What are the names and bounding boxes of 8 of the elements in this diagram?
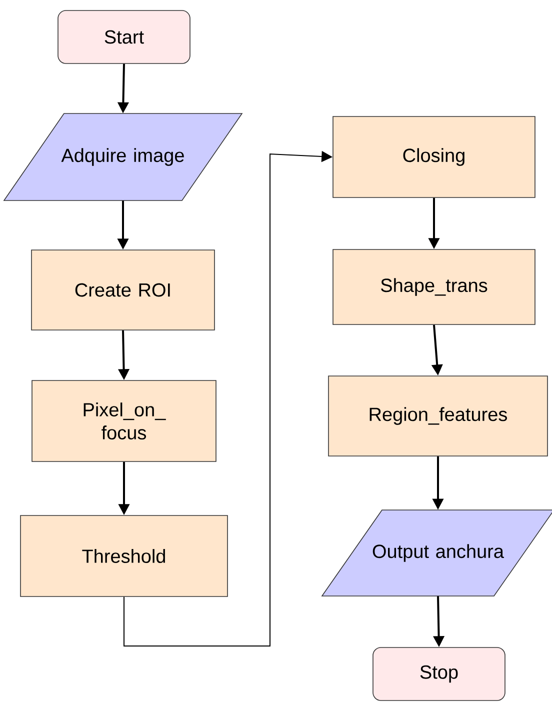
terminal-box: Stop — [372, 647, 506, 701]
process-box: Shape_trans — [332, 249, 536, 325]
process-box: Pixel_on_ focus — [32, 380, 216, 462]
process-box: Create ROI — [31, 250, 215, 330]
process-box: Threshold — [20, 515, 228, 597]
terminal-box: Start — [58, 10, 190, 64]
process-box: Closing — [332, 116, 536, 198]
process-box: Region_features — [328, 376, 548, 456]
